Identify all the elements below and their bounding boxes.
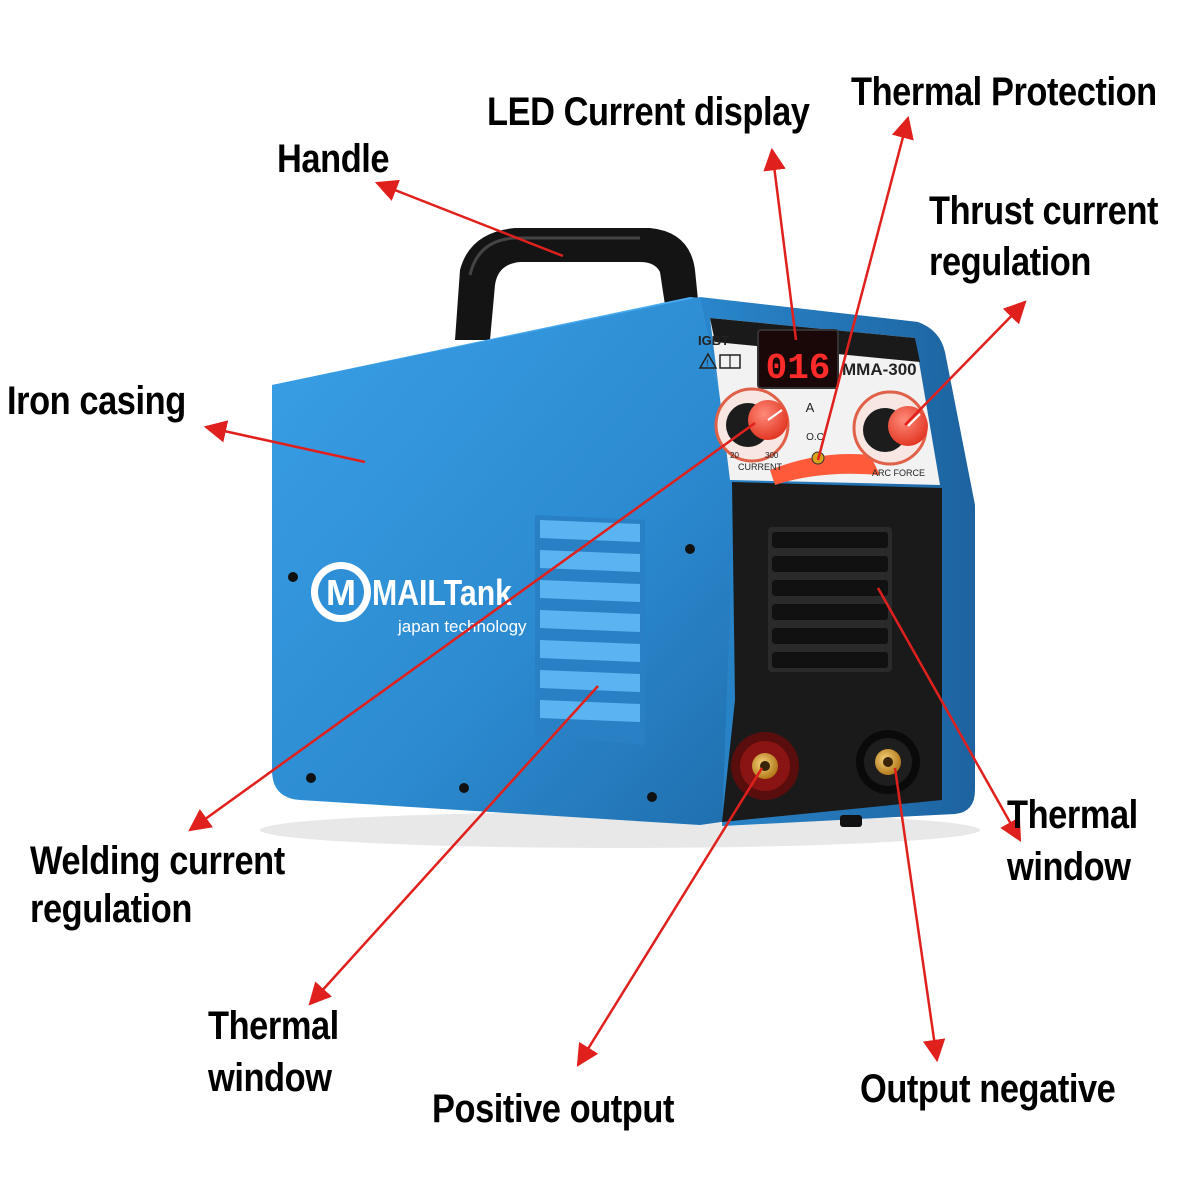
led-display <box>757 329 839 389</box>
iron-casing-side <box>272 297 735 825</box>
thermal-window-front <box>768 527 892 672</box>
screw <box>459 783 469 793</box>
arrow-negative <box>893 767 946 1063</box>
screw <box>288 572 298 582</box>
callout-thermal-window-right-line1: Thermal <box>1007 793 1138 837</box>
callout-output-negative: Output negative <box>860 1067 1116 1111</box>
svg-text:M: M <box>326 572 356 613</box>
callout-thermal-window-left-line1: Thermal <box>208 1004 339 1048</box>
arc-force-knob <box>852 390 928 466</box>
callout-thermal-window-left-line2: window <box>208 1056 332 1100</box>
current-label: CURRENT <box>738 462 783 472</box>
arrow-thermal-left <box>308 685 599 1006</box>
arrow-thermal-right <box>876 587 1022 842</box>
brand-name: MAILTank <box>372 572 513 613</box>
arrow-iron-casing <box>203 420 366 464</box>
model-label: MMA-300 <box>842 360 917 379</box>
arrow-thermal-protection <box>816 115 914 461</box>
igbt-label: IGBT <box>698 333 729 348</box>
callout-thermal-protection: Thermal Protection <box>851 70 1157 114</box>
led-value: 016 <box>766 348 831 389</box>
arrow-handle <box>374 179 564 258</box>
screw <box>306 773 316 783</box>
thermal-window-side <box>535 515 645 745</box>
callout-thrust-line1: Thrust current <box>929 189 1159 233</box>
warning-icon: ! <box>698 352 718 369</box>
dial-min-label: 20 <box>730 451 739 460</box>
manual-icon <box>719 354 741 369</box>
negative-terminal <box>856 730 920 794</box>
brand-tagline: japan technology <box>397 617 527 636</box>
callout-welding-line2: regulation <box>30 887 192 931</box>
callout-arrows <box>188 115 1027 1067</box>
arrow-led <box>763 147 798 341</box>
callout-welding-line1: Welding current <box>30 839 285 883</box>
callout-handle: Handle <box>277 137 390 181</box>
unit-label: A <box>806 400 815 415</box>
callout-iron-casing: Iron casing <box>7 379 186 423</box>
arrow-welding <box>188 421 756 832</box>
oc-label: O.C <box>806 432 824 443</box>
arc-force-label: ARC FORCE <box>872 468 925 478</box>
callout-led-display: LED Current display <box>487 90 810 134</box>
callout-thermal-window-right-line2: window <box>1007 845 1131 889</box>
foot <box>840 815 862 827</box>
panel-red-band <box>770 454 880 485</box>
dial-max-label: 300 <box>765 451 779 460</box>
callout-thrust-line2: regulation <box>929 240 1091 284</box>
positive-terminal <box>731 732 799 800</box>
arrow-positive <box>576 767 764 1067</box>
callout-positive-output: Positive output <box>432 1087 674 1131</box>
screw <box>647 792 657 802</box>
svg-text:!: ! <box>706 358 709 368</box>
brand-logo: M MAILTank japan technology <box>311 562 527 636</box>
arrow-thrust <box>904 300 1027 426</box>
screw <box>685 544 695 554</box>
